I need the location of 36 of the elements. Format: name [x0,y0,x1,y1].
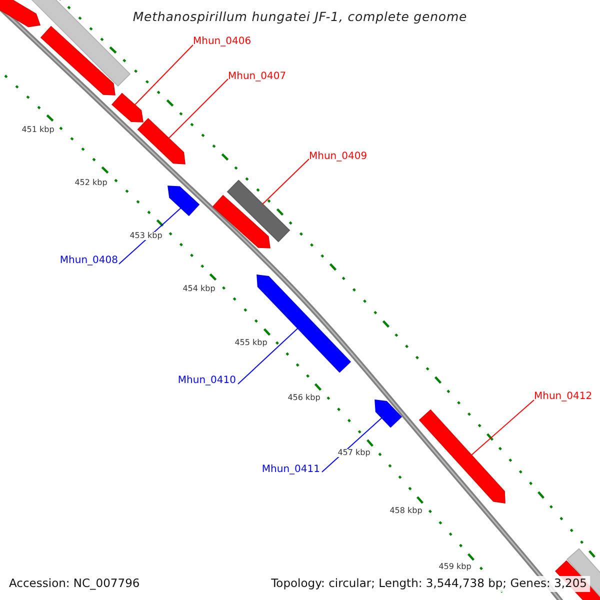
gene-feature [40,26,116,96]
scale-label: 459 kbp [438,563,472,571]
gene-label: Mhun_0410 [178,376,236,386]
scale-label: 454 kbp [182,285,216,293]
leader-line [262,158,310,205]
gene-label: Mhun_0406 [193,37,252,47]
leader-line [470,400,534,456]
gene-label: Mhun_0409 [309,152,368,162]
leader-line [134,44,194,106]
gene-feature [137,118,186,164]
leader-line [168,78,228,139]
gene-feature [418,409,506,504]
gene-bar [226,180,290,242]
scale-label: 453 kbp [128,232,164,240]
gene-label: Mhun_0412 [534,392,592,402]
scale-label: 458 kbp [388,507,424,515]
scale-label: 457 kbp [336,449,372,457]
gene-feature [0,0,41,28]
leader-line [238,328,298,384]
gene-bar [31,0,131,87]
gene-feature [374,400,402,428]
gene-label: Mhun_0407 [228,72,286,82]
scale-label: 452 kbp [74,179,108,187]
leader-line [322,417,382,472]
gene-feature [168,186,200,216]
gene-label: Mhun_0411 [262,465,320,475]
scale-label: 456 kbp [286,394,322,402]
title: Methanospirillum hungatei JF-1, complete genome [132,11,468,24]
scale-label: 455 kbp [234,339,268,347]
footer-text: Accession: NC_007796 [9,576,140,592]
gene-feature [212,194,270,248]
gene-label: Mhun_0408 [60,256,118,266]
scale-label: 451 kbp [20,126,56,134]
gene-feature [111,92,144,122]
footer-text: Topology: circular; Length: 3,544,738 bp; Genes: 3,205 [268,576,590,592]
leader-line [118,207,182,264]
